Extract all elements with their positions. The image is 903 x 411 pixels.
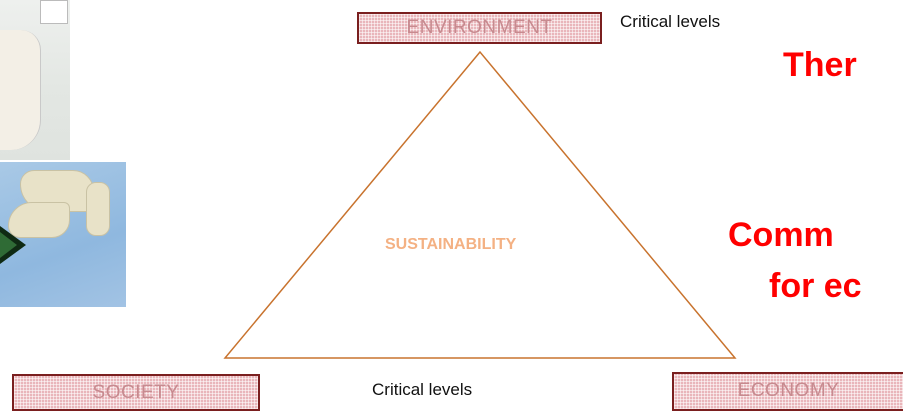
map-landmass	[0, 30, 41, 150]
critical-levels-bottom: Critical levels	[372, 380, 473, 399]
critical-levels-top: Critical levels	[620, 12, 721, 31]
society-label: SOCIETY	[12, 374, 260, 411]
arrow-right-icon-inner	[0, 232, 17, 258]
map-zoom-control	[40, 0, 68, 24]
economy-label: ECONOMY	[672, 372, 903, 411]
headline-line-2: Comm	[728, 216, 834, 254]
map-island-peninsula	[86, 182, 110, 236]
map-image-top	[0, 0, 70, 160]
sustainability-label: SUSTAINABILITY	[385, 236, 517, 253]
triangle-outline	[223, 50, 737, 359]
headline-line-3: for ec	[769, 267, 862, 305]
headline-line-1: Ther	[783, 46, 857, 84]
environment-label: ENVIRONMENT	[357, 12, 602, 44]
